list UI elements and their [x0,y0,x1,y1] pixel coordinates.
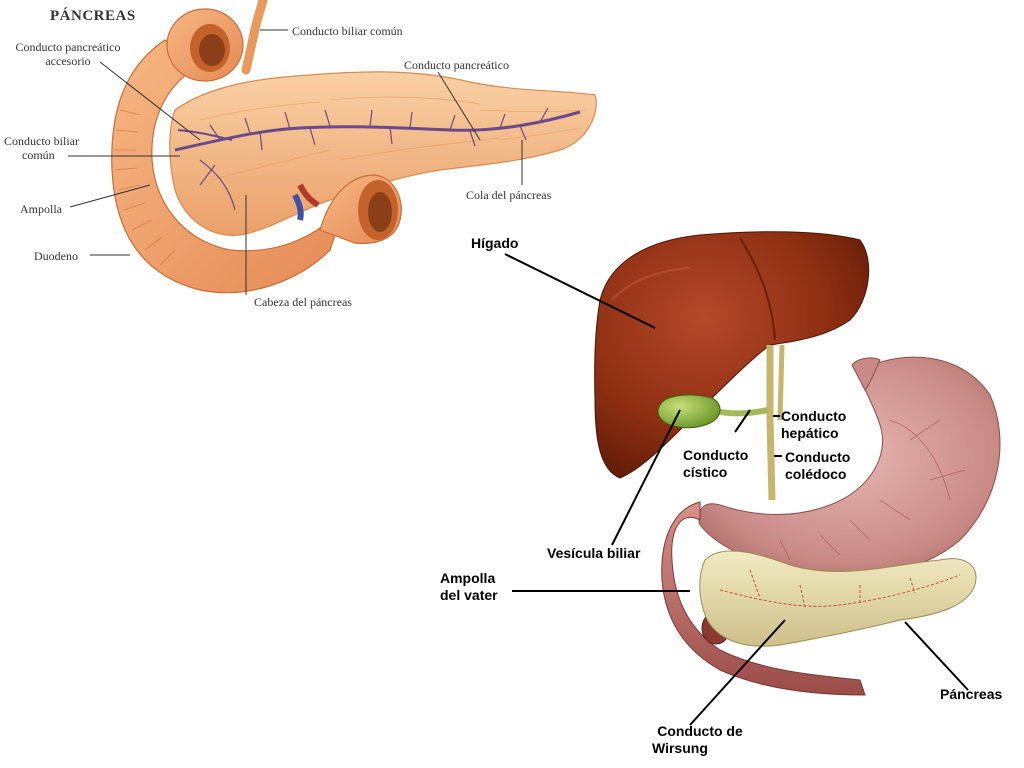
label-line: Wirsung [652,740,708,756]
label-line: del vater [440,587,498,603]
top-pancreas-figure [68,0,597,295]
bottom-digestive-figure [504,231,1001,726]
label-conducto-pancreatico: Conducto pancreático [404,58,509,72]
label-line: Ampolla [440,570,496,586]
label-line: Conducto [781,408,847,424]
label-line: Conducto pancreático [15,40,121,54]
label-duodeno: Duodeno [34,249,78,263]
label-vesicula-biliar: Vesícula biliar [547,545,641,561]
label-line: Conducto biliar [4,134,79,148]
top-figure-title: PÁNCREAS [50,8,136,24]
label-conducto-de-wirsung: Conducto de Wirsung [640,723,760,757]
label-line: hepático [781,425,839,441]
label-cabeza-del-pancreas: Cabeza del páncreas [254,295,352,309]
label-higado: Hígado [471,235,519,251]
label-line: cístico [683,464,728,480]
label-line: común [22,148,55,162]
label-line: Conducto [683,447,749,463]
label-conducto-pancreatico-accesorio: Conducto pancreático accesorio [8,40,128,68]
label-conducto-coledoco: Conducto colédoco [785,449,850,483]
label-line: accesorio [45,54,91,68]
label-line: Conducto [785,449,851,465]
label-line: Conducto de [657,723,743,739]
label-cola-del-pancreas: Cola del páncreas [466,188,552,202]
label-ampolla-del-vater: Ampolla del vater [440,570,498,604]
label-conducto-cistico: Conducto cístico [683,447,748,481]
label-line: colédoco [785,466,847,482]
label-pancreas: Páncreas [940,686,1003,702]
label-conducto-hepatico: Conducto hepático [781,408,846,442]
label-conducto-biliar-comun-top: Conducto biliar común [292,24,403,38]
label-ampolla-top: Ampolla [20,202,62,216]
label-conducto-biliar-comun-left: Conducto biliar común [4,134,79,162]
